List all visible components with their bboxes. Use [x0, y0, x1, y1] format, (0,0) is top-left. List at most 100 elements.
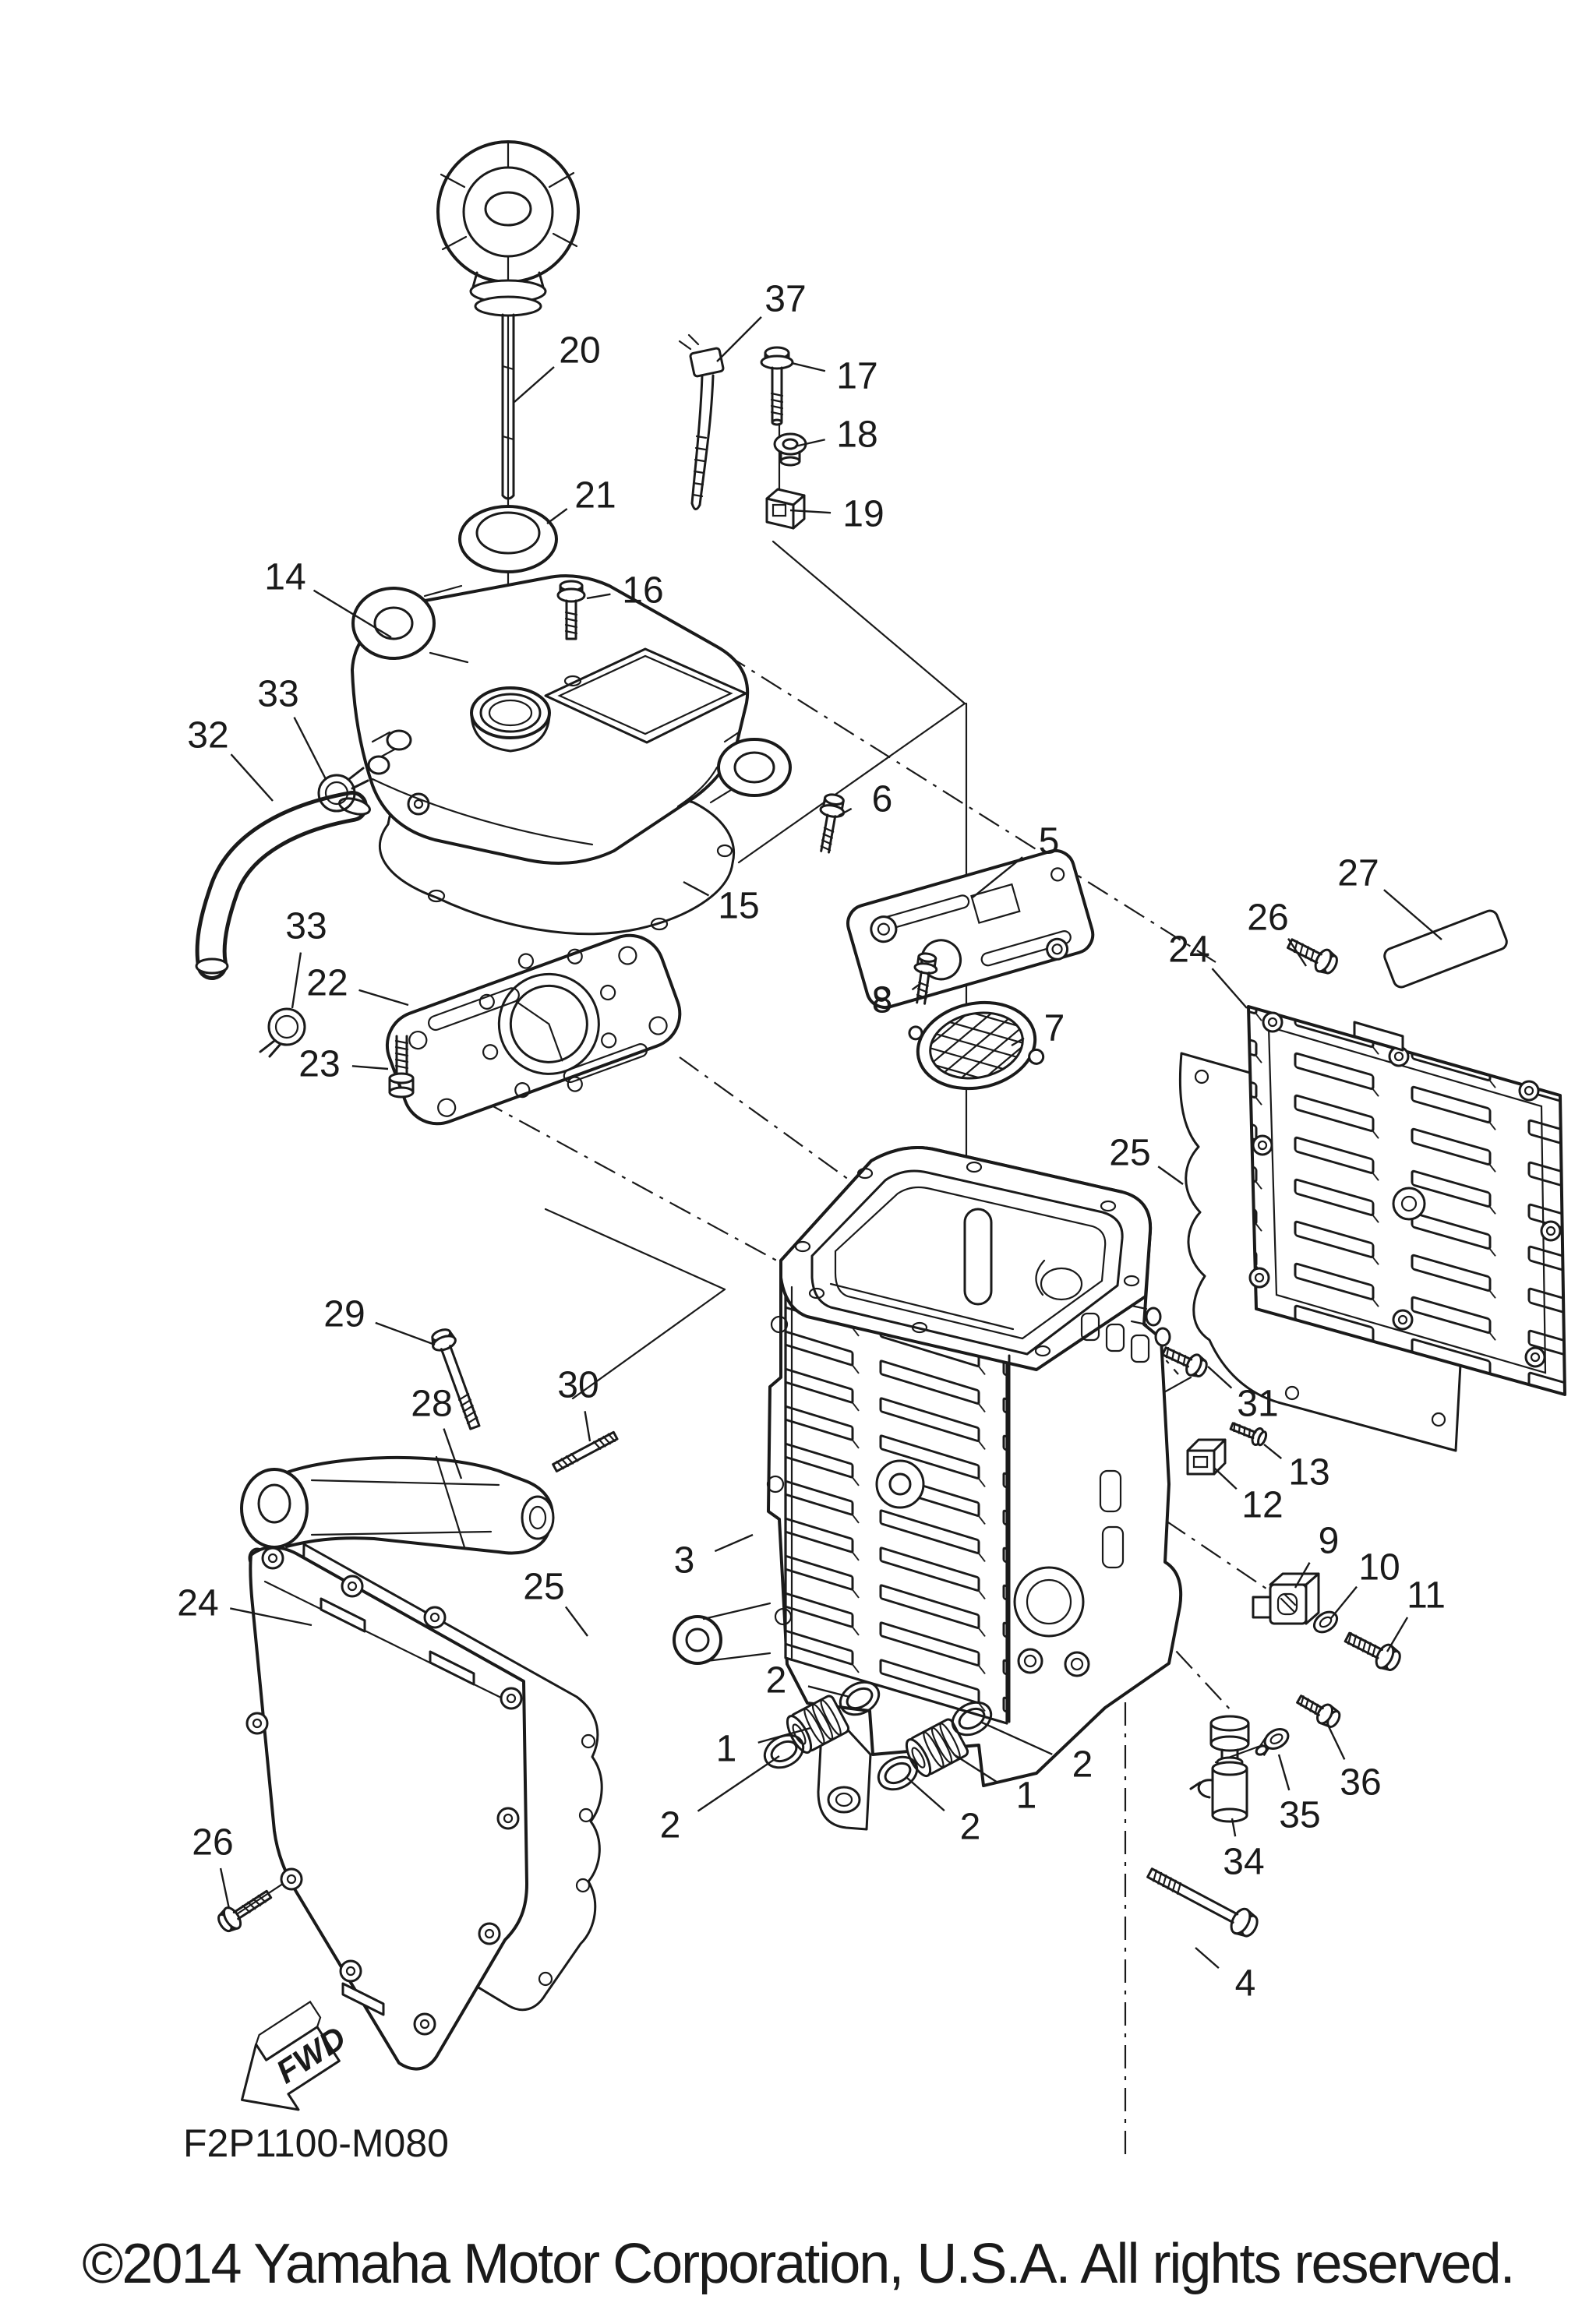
- part-callout-19: 19: [842, 494, 884, 535]
- part-clamp-19: [765, 488, 806, 530]
- leader-line-11: [1386, 1617, 1409, 1652]
- part-callout-22: 22: [306, 963, 348, 1004]
- leader-line-24: [1211, 968, 1248, 1009]
- part-callout-21: 21: [574, 475, 616, 517]
- part-callout-33: 33: [257, 674, 298, 715]
- part-callout-28: 28: [411, 1384, 452, 1425]
- part-callout-11: 11: [1407, 1575, 1446, 1617]
- part-callout-18: 18: [836, 414, 877, 456]
- part-damper-9: [1252, 1572, 1320, 1625]
- part-callout-32: 32: [187, 715, 228, 756]
- leader-line-6: [838, 807, 853, 817]
- part-callout-26: 26: [192, 1822, 233, 1864]
- leader-line-35: [1277, 1754, 1291, 1791]
- leader-line-15: [683, 880, 710, 897]
- part-callout-33: 33: [285, 906, 327, 947]
- leader-line-25: [564, 1606, 588, 1637]
- leader-line-26: [1287, 938, 1308, 967]
- part-pipe-joint-1-right: [905, 1718, 969, 1778]
- part-oil-filler-cap-20: [436, 140, 580, 500]
- part-callout-5: 5: [1039, 821, 1060, 862]
- leader-line-4: [1195, 1947, 1220, 1970]
- leader-line-2: [697, 1755, 780, 1812]
- leader-line-13: [1263, 1444, 1283, 1460]
- part-screw-23: [388, 1035, 415, 1099]
- leader-line-20: [514, 366, 555, 403]
- part-callout-8: 8: [872, 980, 893, 1021]
- part-callout-30: 30: [557, 1365, 598, 1406]
- part-callout-15: 15: [718, 886, 759, 927]
- part-callout-24: 24: [177, 1583, 218, 1624]
- part-side-cover-24-right: [1247, 1005, 1566, 1396]
- part-bolt-16: [556, 580, 586, 640]
- fwd-arrow: FWD: [240, 2000, 352, 2111]
- leader-line-33: [291, 952, 302, 1009]
- leader-lines: [219, 316, 1442, 1970]
- part-callout-23: 23: [298, 1044, 340, 1085]
- leader-line-32: [230, 753, 274, 802]
- leader-line-9: [1294, 1562, 1311, 1589]
- part-bracket-plate-5: [846, 848, 1095, 1010]
- diagram-code: F2P1100-M080: [183, 2121, 449, 2165]
- leader-line-19: [789, 509, 832, 514]
- part-callout-25: 25: [523, 1567, 564, 1608]
- leader-line-2: [807, 1685, 850, 1698]
- part-bolt-6: [819, 793, 846, 854]
- leader-line-25: [1157, 1166, 1184, 1185]
- part-callout-36: 36: [1340, 1762, 1381, 1804]
- part-oil-tank-14: [351, 574, 792, 865]
- leader-line-21: [546, 508, 568, 524]
- part-bolt-29: [431, 1328, 481, 1430]
- copyright-line: ©2014 Yamaha Motor Corporation, U.S.A. A…: [82, 2233, 1513, 2295]
- leader-line-14: [312, 589, 392, 639]
- leader-line-12: [1213, 1467, 1238, 1490]
- leader-line-37: [716, 316, 762, 362]
- part-bolt-8: [913, 952, 938, 1005]
- part-callout-24: 24: [1168, 929, 1209, 971]
- part-callout-37: 37: [764, 279, 806, 320]
- part-callout-2: 2: [660, 1805, 681, 1846]
- part-callout-35: 35: [1279, 1795, 1320, 1836]
- part-callout-2: 2: [766, 1660, 787, 1702]
- leader-line-18: [794, 439, 825, 448]
- part-cover-gasket-25-left: [301, 1543, 603, 2012]
- part-callout-1: 1: [1016, 1776, 1037, 1817]
- part-hose-32: [195, 791, 371, 980]
- leader-line-3: [714, 1533, 754, 1553]
- leader-line-26: [219, 1867, 231, 1910]
- part-callout-2: 2: [960, 1807, 981, 1848]
- leader-line-30: [584, 1411, 591, 1442]
- part-callout-10: 10: [1358, 1547, 1400, 1589]
- part-callout-3: 3: [674, 1540, 695, 1582]
- leader-line-24: [230, 1607, 312, 1627]
- part-breather-34: [1189, 1715, 1250, 1823]
- part-callout-7: 7: [1044, 1008, 1065, 1049]
- part-bolt-36: [1296, 1695, 1341, 1728]
- leader-line-34: [1231, 1818, 1237, 1837]
- part-callout-13: 13: [1288, 1452, 1329, 1493]
- leader-line-2: [906, 1777, 945, 1812]
- leader-line-28: [443, 1428, 463, 1479]
- part-callout-14: 14: [264, 557, 305, 598]
- part-grommet-21: [458, 505, 558, 573]
- part-side-cover-24-left: [245, 1546, 528, 2071]
- part-sticker-27: [1383, 909, 1508, 989]
- leader-line-27: [1383, 889, 1442, 940]
- part-gasket-plate-22: [385, 933, 682, 1126]
- part-callout-16: 16: [622, 570, 663, 612]
- part-bolt-26-left: [217, 1889, 273, 1933]
- part-cable-tie-37: [678, 333, 725, 510]
- part-callout-9: 9: [1319, 1521, 1340, 1562]
- leader-line-23: [351, 1065, 389, 1070]
- part-o-rings-2: [763, 1680, 993, 1791]
- leader-line-7: [1011, 1037, 1025, 1047]
- part-pipe-joint-1-left: [786, 1695, 850, 1754]
- leader-line-22: [358, 989, 409, 1007]
- part-bolt-17: [760, 346, 794, 426]
- part-bolt-11: [1344, 1631, 1401, 1671]
- part-callout-34: 34: [1223, 1842, 1264, 1883]
- part-callout-27: 27: [1337, 853, 1379, 894]
- part-callout-4: 4: [1235, 1963, 1256, 2005]
